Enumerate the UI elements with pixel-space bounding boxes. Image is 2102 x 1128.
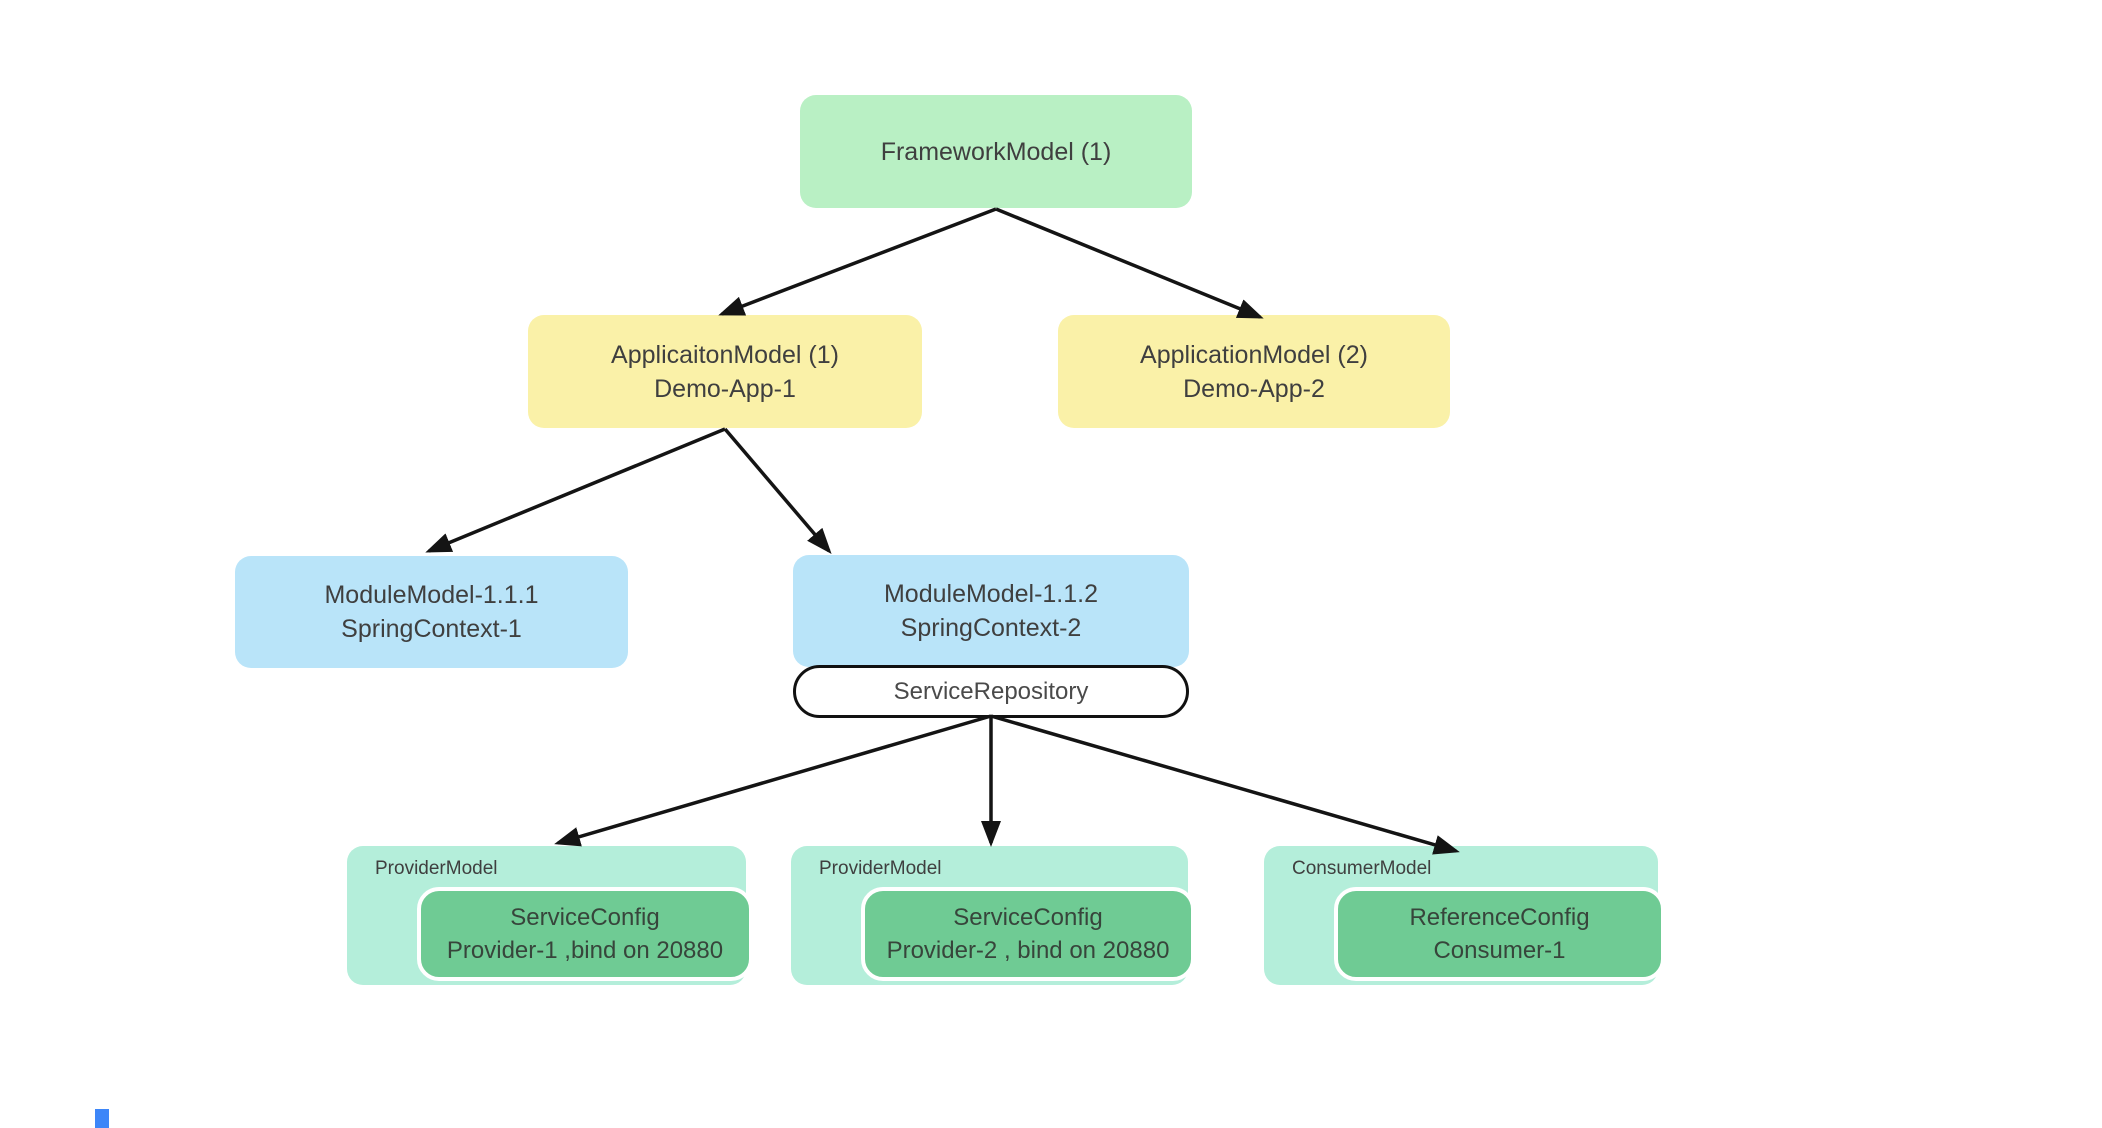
node-module-model-1-1-2: ModuleModel-1.1.2 SpringContext-2: [793, 555, 1189, 667]
node-application-model-1: ApplicaitonModel (1) Demo-App-1: [528, 315, 922, 428]
screen-corner-fragment: [95, 1109, 109, 1128]
config-subtitle: Consumer-1: [1433, 937, 1566, 964]
node-service-config-2: ServiceConfig Provider-2 , bind on 20880: [861, 887, 1195, 981]
node-title: ServiceRepository: [893, 677, 1089, 705]
config-title: ServiceConfig: [510, 904, 660, 931]
node-provider-model-1: ProviderModel ServiceConfig Provider-1 ,…: [347, 846, 753, 985]
node-subtitle: SpringContext-1: [341, 615, 522, 643]
leaf-label: ProviderModel: [819, 858, 942, 879]
node-subtitle: SpringContext-2: [900, 614, 1082, 642]
node-reference-config-1: ReferenceConfig Consumer-1: [1334, 887, 1665, 981]
node-title: ModuleModel-1.1.1: [324, 581, 539, 609]
node-subtitle: Demo-App-1: [654, 374, 796, 403]
node-consumer-model-1: ConsumerModel ReferenceConfig Consumer-1: [1264, 846, 1665, 985]
config-title: ReferenceConfig: [1409, 904, 1590, 931]
node-service-repository: ServiceRepository: [793, 665, 1189, 718]
config-subtitle: Provider-2 , bind on 20880: [886, 937, 1170, 964]
node-title: FrameworkModel (1): [880, 137, 1112, 166]
leaf-label: ConsumerModel: [1292, 858, 1432, 879]
node-subtitle: Demo-App-2: [1183, 374, 1325, 403]
node-title: ApplicaitonModel (1): [611, 340, 839, 369]
config-title: ServiceConfig: [953, 904, 1103, 931]
node-title: ModuleModel-1.1.2: [883, 580, 1098, 608]
node-application-model-2: ApplicationModel (2) Demo-App-2: [1058, 315, 1450, 428]
node-framework-model: FrameworkModel (1): [800, 95, 1192, 208]
node-module-model-1-1-1: ModuleModel-1.1.1 SpringContext-1: [235, 556, 628, 668]
node-title: ApplicationModel (2): [1140, 340, 1368, 369]
node-service-config-1: ServiceConfig Provider-1 ,bind on 20880: [417, 887, 753, 981]
leaf-label: ProviderModel: [375, 858, 498, 879]
node-provider-model-2: ProviderModel ServiceConfig Provider-2 ,…: [791, 846, 1195, 985]
config-subtitle: Provider-1 ,bind on 20880: [446, 937, 724, 964]
